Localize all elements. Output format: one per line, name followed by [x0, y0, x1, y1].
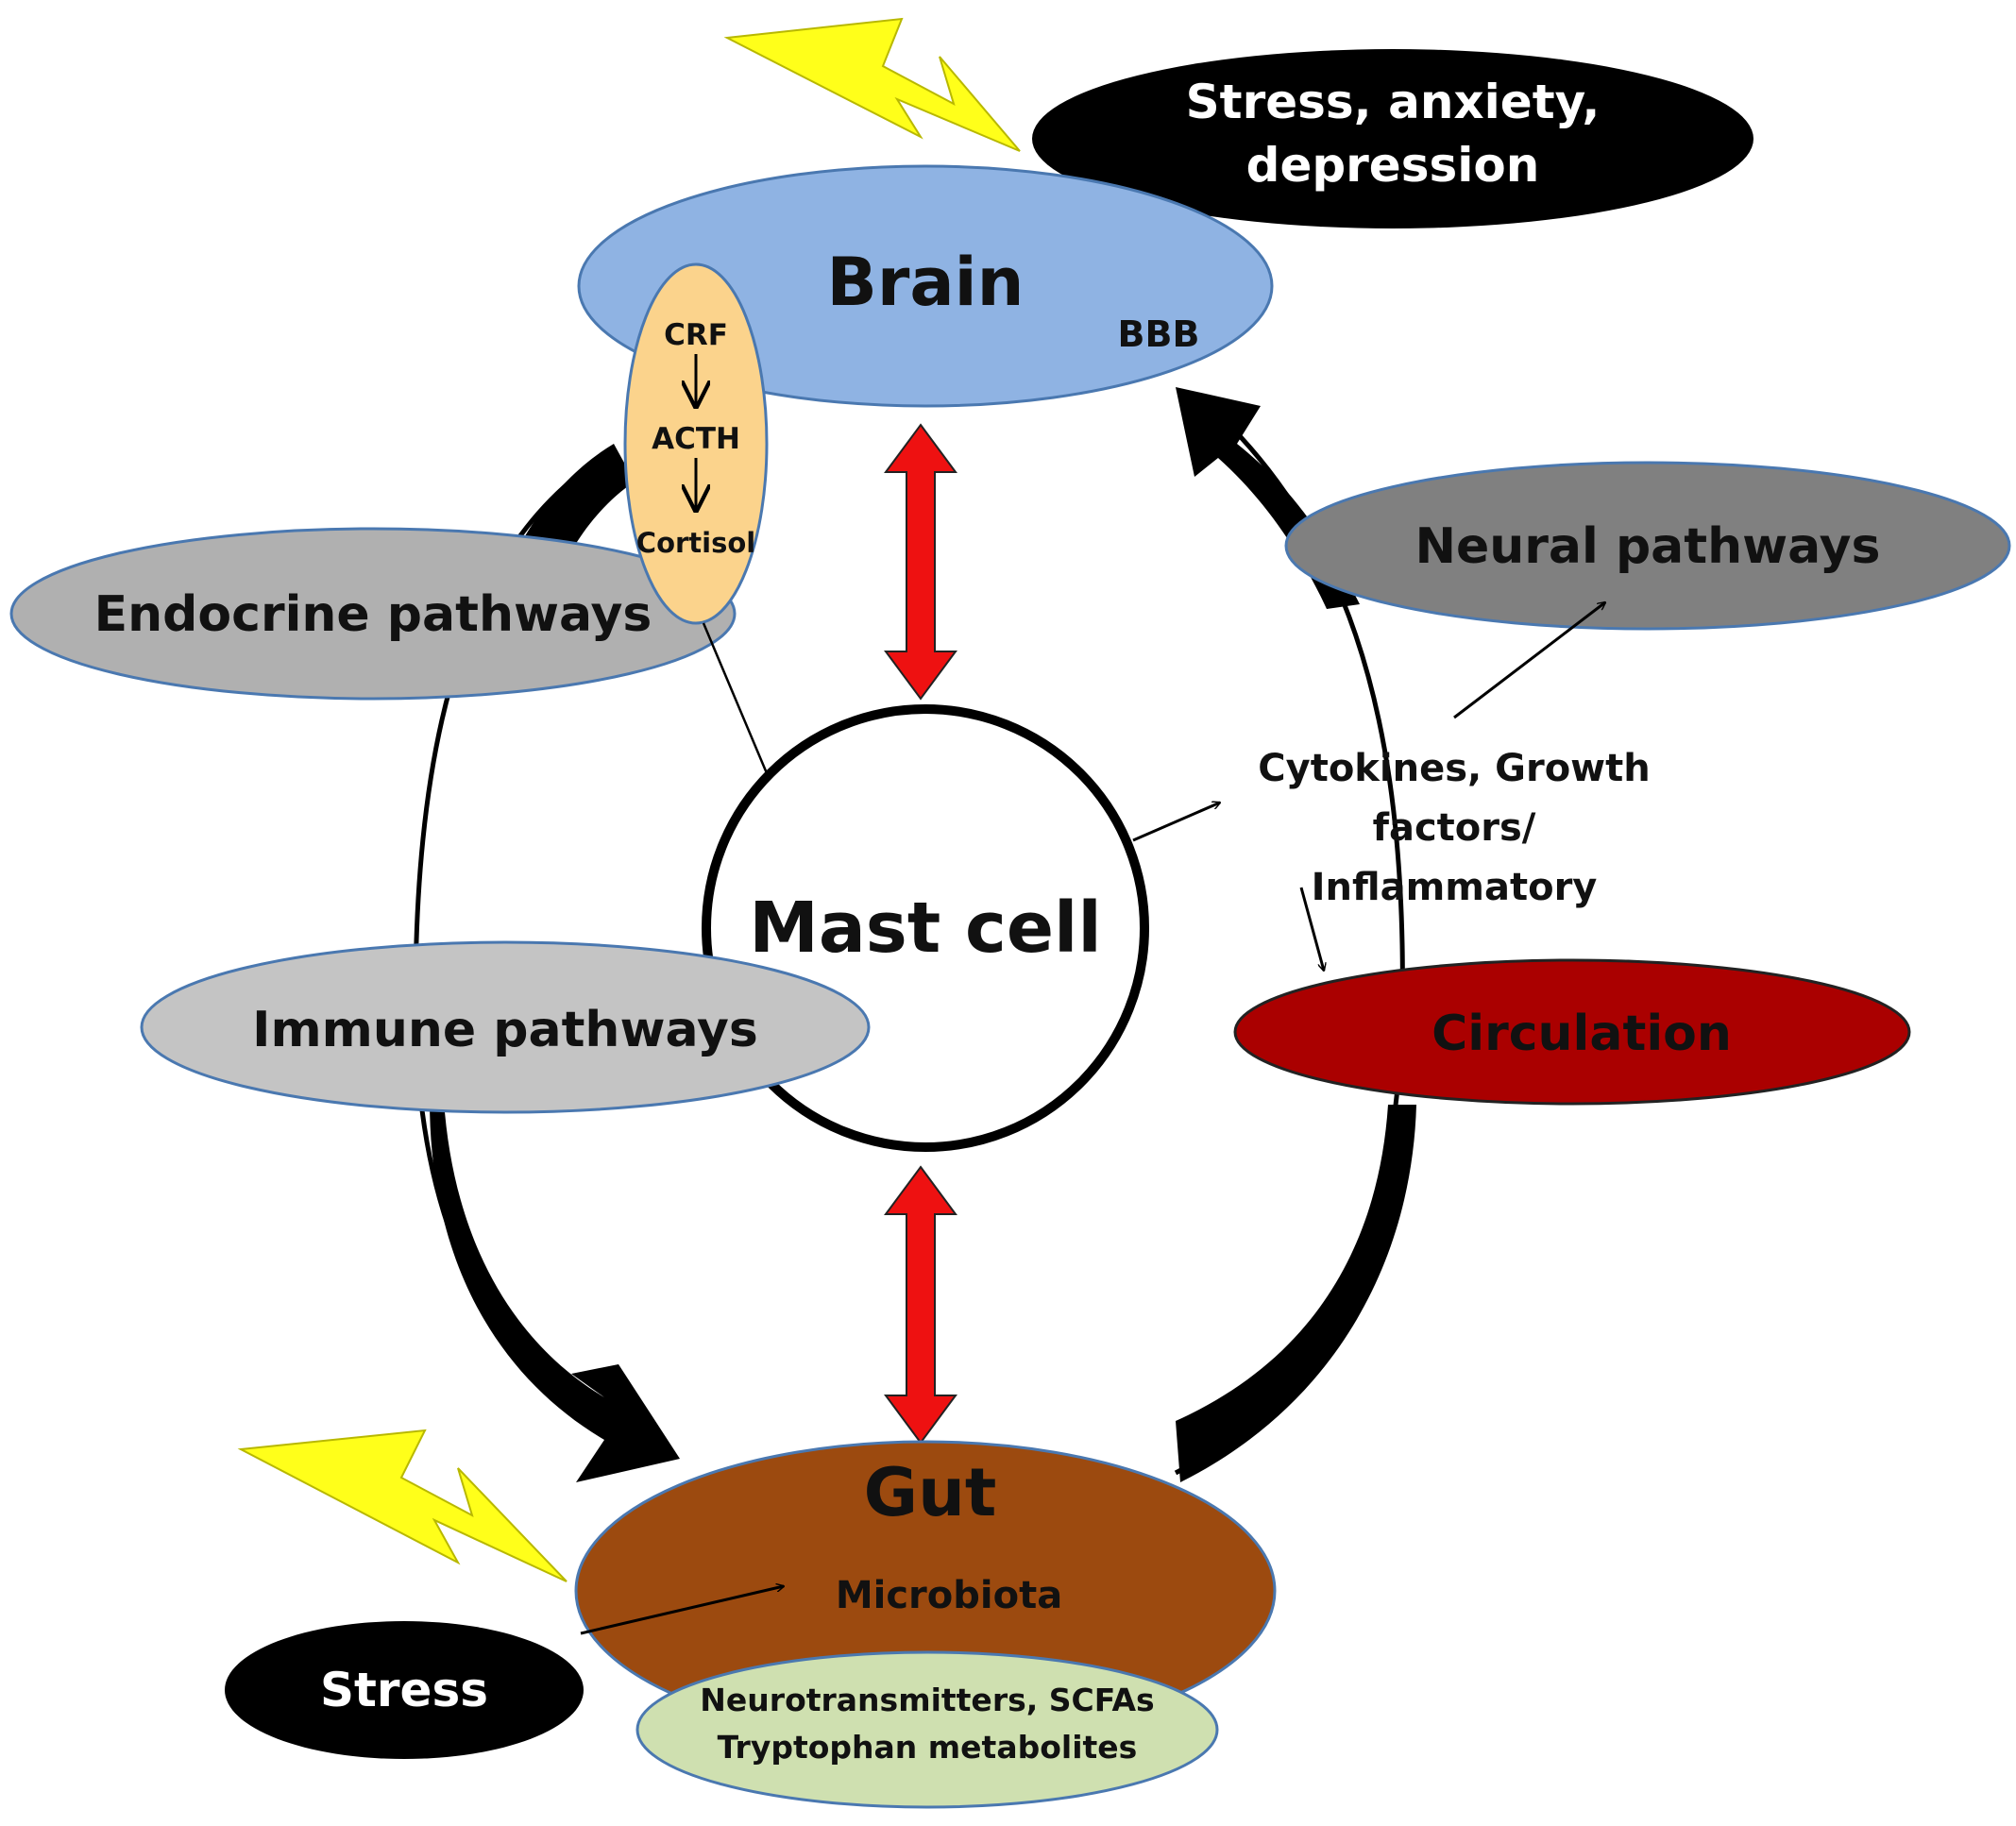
stress-top-line1: Stress, anxiety, [1186, 75, 1601, 129]
mast-cell-label: Mast cell [749, 888, 1102, 969]
mediators-line1: Cytokines, Growth [1258, 747, 1650, 790]
metabolites-line2: Tryptophan metabolites [718, 1729, 1138, 1766]
stress-to-microbiota-arrow [580, 1586, 784, 1635]
neural-label: Neural pathways [1415, 518, 1880, 575]
lightning-bolt-icon-bottom [237, 1429, 568, 1582]
mastcell-to-mediators-arrow [1132, 803, 1220, 842]
double-headed-arrow-icon-mastcell-gut [884, 1165, 957, 1445]
mediators-to-circulation-arrow [1299, 887, 1324, 971]
bbb-label: BBB [1118, 313, 1200, 355]
circulation-label: Circulation [1432, 1006, 1732, 1062]
gut-node: Gut Microbiota [574, 1440, 1277, 1742]
right-loop-arrow-thick-bottom [1176, 1105, 1416, 1482]
stress-anxiety-depression-node: Stress, anxiety, depression [1032, 49, 1753, 228]
metabolites-node: Neurotransmitters, SCFAs Tryptophan meta… [635, 1650, 1219, 1809]
hpa-axis-node: CRF ACTH Cortisol [623, 262, 769, 625]
cortisol-to-mastcell-arrow [702, 622, 774, 791]
microbiota-label: Microbiota [836, 1574, 1062, 1617]
acth-label: ACTH [652, 422, 740, 456]
mediators-line3: Inflammatory [1312, 866, 1598, 909]
stress-bottom-node: Stress [225, 1621, 584, 1759]
immune-label: Immune pathways [252, 1002, 758, 1058]
circulation-node: Circulation [1233, 958, 1911, 1106]
immune-pathways-node: Immune pathways [140, 940, 871, 1114]
brain-label: Brain [827, 244, 1025, 321]
left-loop-arrow-thick-bottom [430, 1100, 680, 1482]
mediators-text: Cytokines, Growth factors/ Inflammatory [1258, 747, 1650, 909]
mediators-line2: factors/ [1373, 806, 1536, 850]
cortisol-label: Cortisol [636, 527, 755, 559]
gut-label: Gut [864, 1454, 997, 1531]
stress-bottom-label: Stress [320, 1663, 488, 1717]
lightning-bolt-icon-top [723, 17, 1021, 152]
crf-label: CRF [664, 318, 728, 352]
neural-pathways-node: Neural pathways [1284, 461, 2011, 631]
endocrine-label: Endocrine pathways [94, 586, 652, 643]
double-headed-arrow-icon-brain-mastcell [884, 423, 957, 701]
mediators-to-neural-arrow [1453, 602, 1605, 719]
stress-top-line2: depression [1246, 138, 1540, 193]
metabolites-line1: Neurotransmitters, SCFAs [700, 1682, 1154, 1718]
endocrine-pathways-node: Endocrine pathways [9, 527, 737, 701]
